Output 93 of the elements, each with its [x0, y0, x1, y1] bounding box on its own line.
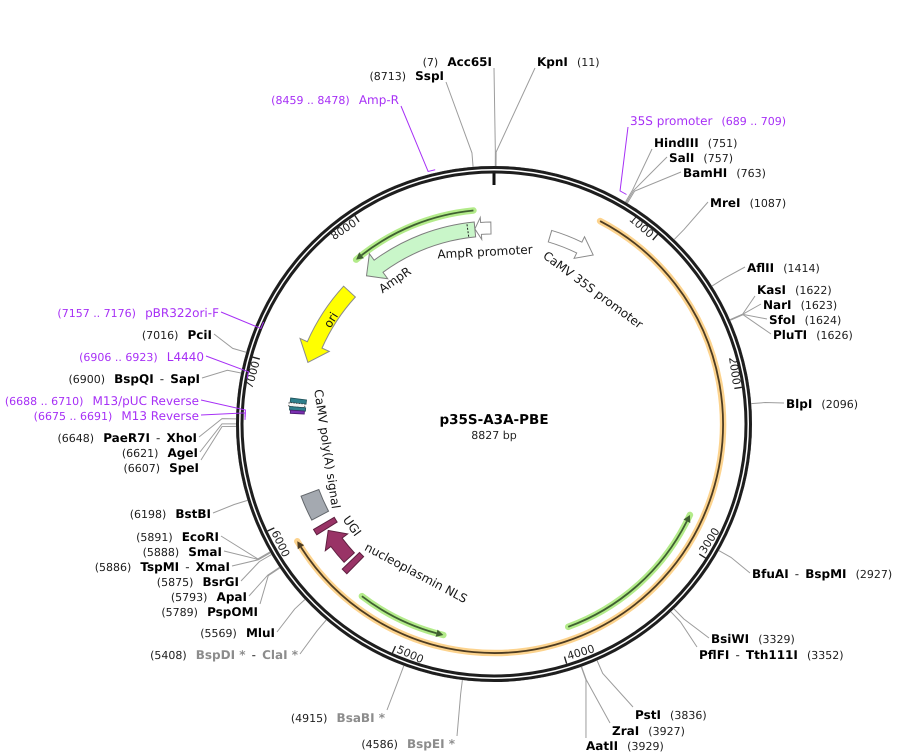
leader-line — [206, 356, 250, 380]
feature-bar — [341, 551, 365, 575]
enzyme-site-label: BfuAI - BspMI (2927) — [750, 566, 894, 580]
primer-site-label: (6688 .. 6710) M13/pUC Reverse — [2, 393, 201, 407]
leader-line — [224, 550, 271, 560]
enzyme-site-label: (6900) BspQI - SapI — [66, 371, 202, 385]
primer-site-label: (8459 .. 8478) Amp-R — [269, 92, 401, 106]
leader-line — [198, 418, 237, 438]
scale-label: 5000 — [394, 642, 426, 667]
scale-label: 4000 — [566, 642, 597, 664]
leader-line — [202, 370, 242, 378]
enzyme-site-label: MreI (1087) — [708, 195, 788, 209]
enzyme-site-label: (4915) BsaBI * — [288, 710, 387, 724]
leader-line — [581, 666, 610, 724]
leader-line — [300, 620, 327, 654]
feature-label: CaMV poly(A) signal — [311, 388, 343, 510]
enzyme-site-label: SalI (757) — [667, 150, 736, 164]
leader-line — [730, 314, 768, 320]
enzyme-site-label: HindIII (751) — [652, 135, 740, 149]
leader-line — [712, 266, 746, 287]
leader-line — [620, 126, 628, 195]
enzyme-site-label: BamHI (763) — [681, 165, 768, 179]
leader-line — [220, 312, 264, 330]
enzyme-site-label: NarI (1623) — [761, 297, 840, 311]
enzyme-site-label: (5875) BsrGI — [154, 574, 241, 588]
leader-line — [624, 148, 652, 202]
leader-line — [260, 567, 280, 604]
primer-site-label: (6675 .. 6691) M13 Reverse — [32, 408, 201, 422]
leader-line — [456, 680, 463, 736]
leader-line — [673, 608, 710, 638]
leader-line — [750, 402, 784, 404]
leader-line — [212, 500, 248, 514]
enzyme-site-label: (5569) MluI — [198, 625, 277, 639]
leader-line — [494, 68, 496, 166]
leader-line — [200, 400, 246, 418]
enzyme-site-label: BsiWI (3329) — [709, 631, 797, 645]
enzyme-site-label: SfoI (1624) — [767, 312, 844, 326]
leader-line — [232, 552, 271, 566]
feature-label: AmpR promoter — [437, 242, 533, 262]
leader-line — [729, 296, 756, 320]
plasmid-size: 8827 bp — [471, 429, 517, 443]
feature-label: ori — [320, 310, 342, 330]
enzyme-site-label: (5886) TspMI - XmaI — [92, 559, 232, 573]
enzyme-site-label: (6621) AgeI — [120, 445, 200, 459]
leader-line — [496, 68, 536, 166]
feature-segment — [473, 216, 493, 241]
leader-line — [386, 665, 404, 710]
enzyme-site-label: KasI (1622) — [755, 282, 834, 296]
enzyme-site-label: (5891) EcoRI — [134, 529, 221, 543]
enzyme-site-label: (6648) PaeR7I - XhoI — [56, 430, 199, 444]
leader-line — [674, 202, 708, 240]
leader-line — [248, 566, 280, 596]
enzyme-site-label: PluTI (1626) — [771, 327, 855, 341]
enzyme-site-label: (7) Acc65I — [420, 54, 494, 68]
enzyme-site-label: AatII (3929) — [584, 738, 666, 752]
enzyme-site-label: (6607) SpeI — [121, 460, 201, 474]
enzyme-site-label: (6198) BstBI — [128, 506, 213, 520]
feature-bar — [312, 516, 339, 536]
plasmid-name: p35S-A3A-PBE — [439, 412, 549, 428]
leader-line — [670, 611, 698, 648]
leader-line — [596, 660, 634, 708]
primer-site-label: (7157 .. 7176) pBR322ori-F — [55, 305, 221, 319]
enzyme-site-label: ZraI (3927) — [610, 723, 687, 737]
enzyme-site-label: (4586) BspEI * — [359, 736, 457, 750]
enzyme-site-label: (5789) PspOMI — [159, 604, 260, 618]
enzyme-site-label: (8713) SspI — [367, 68, 446, 82]
leader-line — [200, 423, 236, 452]
primer-site-label: 35S promoter (689 .. 709) — [628, 113, 788, 127]
leader-line — [200, 426, 236, 460]
leader-line — [730, 314, 772, 334]
enzyme-site-label: (7016) PciI — [140, 327, 214, 341]
leader-line — [580, 666, 586, 738]
leader-line — [220, 536, 270, 560]
primer-site-label: (6906 .. 6923) L4440 — [77, 349, 206, 363]
enzyme-site-label: AflII (1414) — [745, 260, 822, 274]
enzyme-site-label: BlpI (2096) — [784, 396, 860, 410]
leader-line — [718, 550, 750, 574]
enzyme-site-label: KpnI (11) — [535, 54, 602, 68]
leader-line — [730, 304, 762, 320]
enzyme-site-label: (5408) BspDI * - ClaI * — [148, 647, 300, 661]
scale-label: 6000 — [268, 528, 292, 560]
leader-line — [626, 156, 668, 204]
leader-line — [626, 172, 682, 204]
enzyme-site-label: PflFI - Tth111I (3352) — [697, 647, 846, 661]
leader-line — [200, 412, 246, 420]
enzyme-site-label: (5888) SmaI — [140, 544, 224, 558]
leader-line — [214, 334, 247, 353]
enzyme-site-label: PstI (3836) — [633, 707, 709, 721]
leader-line — [446, 82, 474, 168]
leader-line — [240, 554, 272, 582]
enzyme-site-label: (5793) ApaI — [168, 589, 249, 603]
leader-line — [276, 599, 306, 632]
leader-line — [400, 106, 436, 172]
